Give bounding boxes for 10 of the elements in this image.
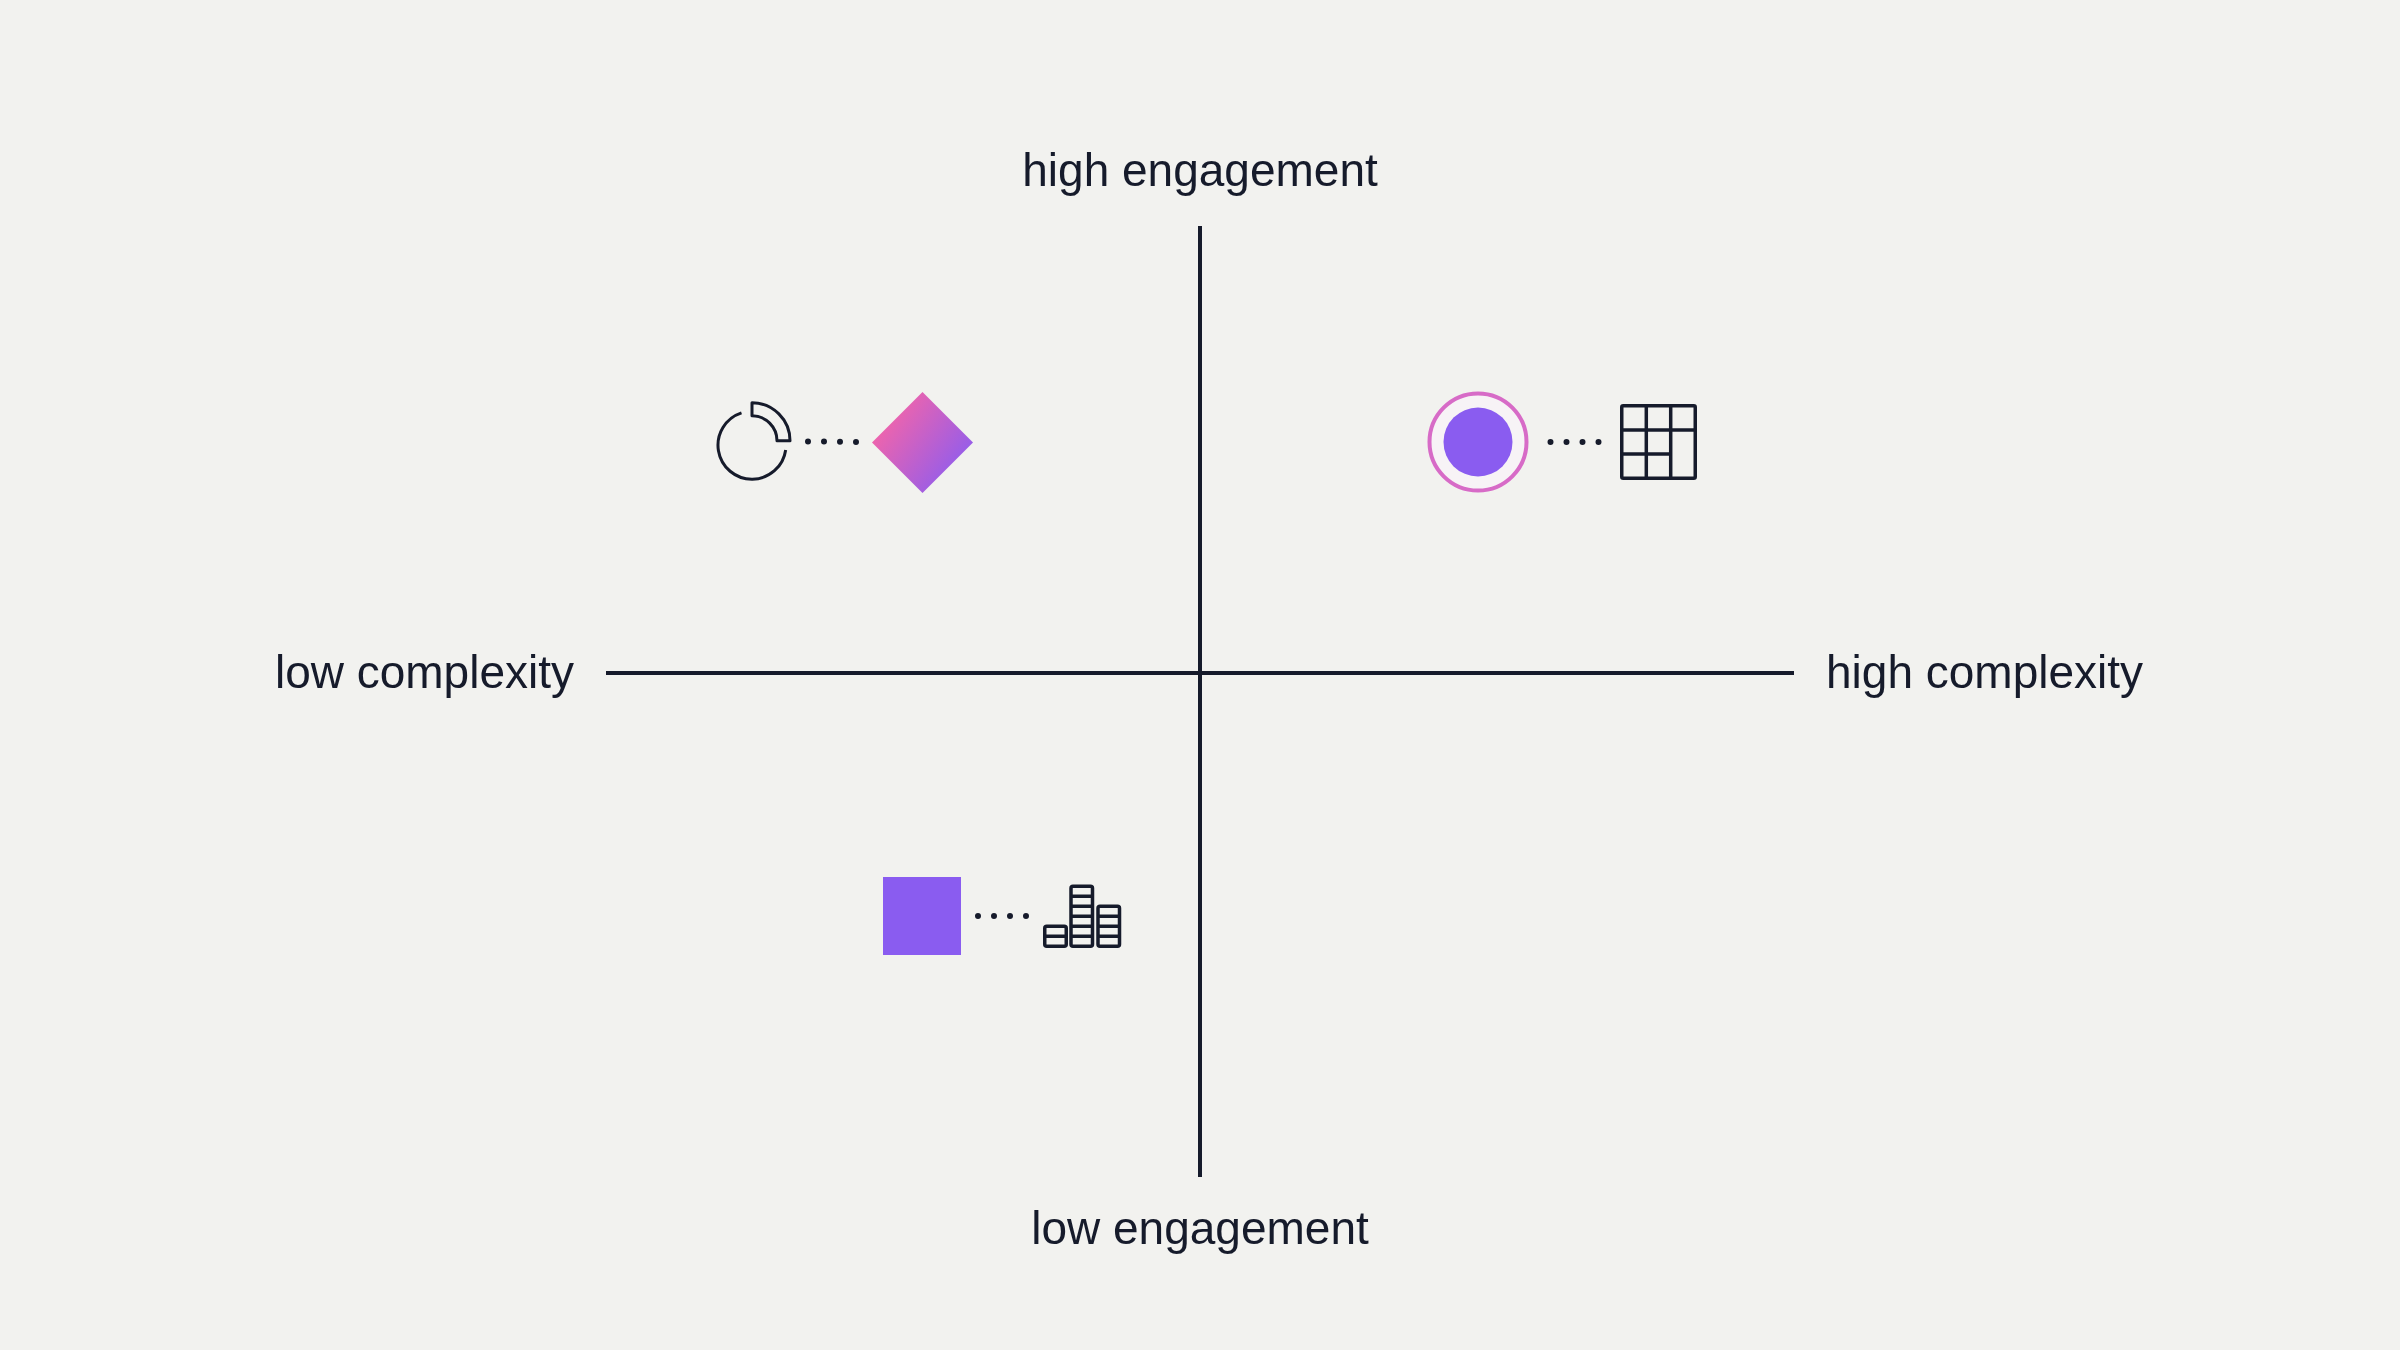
diamond-icon <box>872 392 973 493</box>
axis-label: low complexity <box>274 645 574 701</box>
pie-chart-icon <box>716 401 792 481</box>
axis-label: high engagement <box>1022 143 1378 199</box>
target-icon <box>1427 391 1529 493</box>
grid-table-icon <box>1620 404 1697 480</box>
axis-label: high complexity <box>1826 645 2144 701</box>
axis-label: low engagement <box>1031 1201 1369 1257</box>
square-icon <box>883 877 961 955</box>
bar-chart-icon <box>1043 884 1122 948</box>
